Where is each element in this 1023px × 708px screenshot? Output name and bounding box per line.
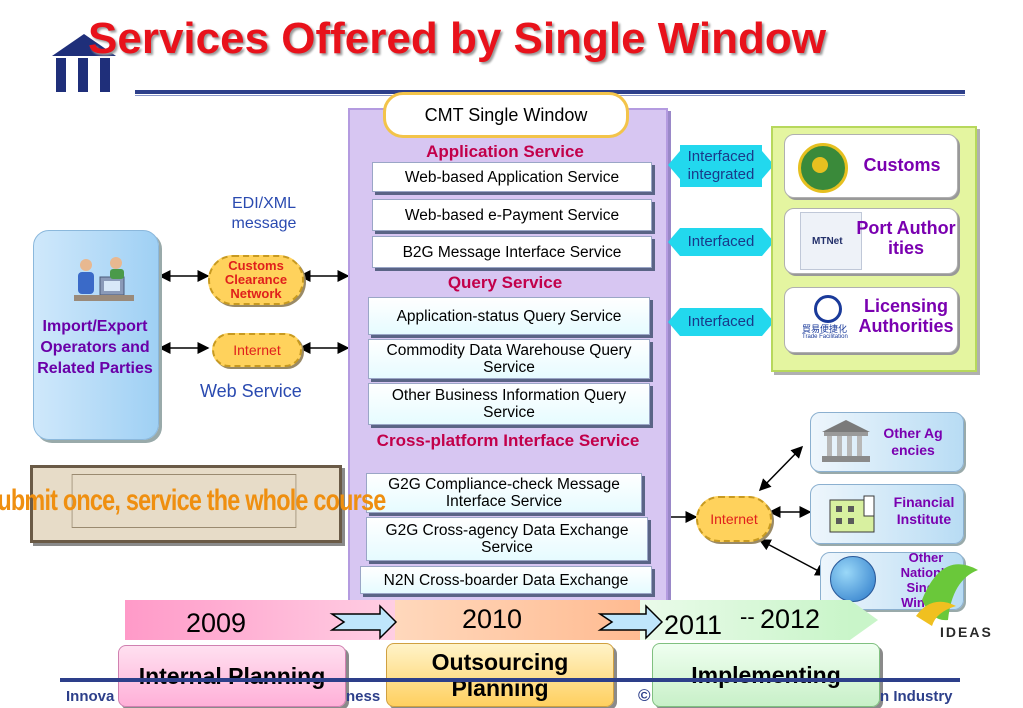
service-web-application: Web-based Application Service [372, 162, 652, 192]
section-cross-platform: Cross-platform Interface Service [376, 431, 640, 450]
interface-arrow-left [668, 228, 680, 256]
service-n2n-exchange: N2N Cross-boarder Data Exchange [360, 566, 652, 594]
page-title: Services Offered by Single Window [88, 14, 827, 63]
licensing-authorities-label: Licensing Authorities [858, 296, 954, 336]
footer-rule [60, 678, 960, 682]
service-g2g-cross-agency: G2G Cross-agency Data Exchange Service [366, 517, 648, 561]
footer-mid-text: ness [346, 688, 381, 705]
year-2009: 2009 [186, 608, 247, 638]
importer-label: Import/Export Operators and Related Part… [37, 318, 153, 377]
financial-institute-label: Financial Institute [893, 494, 955, 527]
year-2012: 2012 [760, 604, 821, 634]
interface-arrow-left [668, 308, 680, 336]
mtnet-logo [800, 212, 862, 270]
phase-outsourcing-planning: Outsourcing Planning [386, 643, 614, 707]
internet-cloud-left: Internet [212, 333, 302, 367]
phase-internal-planning: Internal Planning [118, 645, 346, 707]
trade-logo-en: Trade Facilitation [802, 334, 848, 340]
slogan-frame [30, 465, 342, 543]
service-g2g-compliance: G2G Compliance-check Message Interface S… [366, 473, 642, 513]
people-computer-icon [70, 255, 138, 305]
logo-roof [52, 34, 116, 56]
timeline-2011-band [640, 600, 850, 640]
logo-column [56, 58, 66, 92]
interface-port: Interfaced [680, 228, 762, 256]
phase-implementing: Implementing [652, 643, 880, 707]
service-commodity-warehouse: Commodity Data Warehouse Query Service [368, 339, 650, 379]
customs-label: Customs [863, 155, 941, 175]
ideas-logo-text: IDEAS [940, 624, 993, 640]
logo-column [100, 58, 110, 92]
service-web-payment: Web-based e-Payment Service [372, 199, 652, 231]
section-application: Application Service [426, 142, 584, 161]
port-authorities-label: Port Authorities [856, 218, 956, 258]
bank-icon [826, 490, 880, 536]
service-business-info: Other Business Information Query Service [368, 383, 650, 425]
building-icon [818, 418, 874, 464]
year-dash: -- [740, 604, 755, 629]
footer-right-text: n Industry [880, 688, 953, 705]
ideas-logo-icon [912, 560, 984, 630]
internet-cloud-right: Internet [696, 496, 772, 542]
timeline-2010-band [395, 600, 645, 640]
trade-logo-cn: 貿易便捷化 [802, 324, 848, 334]
customs-emblem-center-icon [812, 157, 828, 173]
timeline-arrow-tip [850, 600, 878, 640]
edi-xml-label: EDI/XML message [231, 195, 297, 232]
customs-clearance-network-cloud: Customs Clearance Network [208, 255, 304, 305]
cmt-single-window-label: CMT Single Window [383, 92, 629, 138]
customs-emblem-icon [798, 143, 848, 193]
interface-licensing: Interfaced [680, 308, 762, 336]
interface-arrow-left [668, 151, 680, 179]
other-agencies-label: Other Agencies [883, 425, 943, 458]
web-service-label: Web Service [200, 381, 302, 401]
footer-copyright: © [638, 686, 651, 705]
service-b2g-message: B2G Message Interface Service [372, 236, 652, 268]
importer-card [33, 230, 159, 440]
logo-column [78, 58, 88, 92]
section-query: Query Service [447, 273, 563, 292]
footer-left-text: Innova [66, 688, 115, 705]
trade-facilitation-logo-icon [814, 295, 842, 323]
interface-integrated: Interfaced integrated [680, 145, 762, 187]
service-application-status: Application-status Query Service [368, 297, 650, 335]
year-2011: 2011 [664, 610, 723, 640]
year-2010: 2010 [462, 604, 523, 634]
mtnet-logo-text: MTNet [812, 236, 843, 247]
